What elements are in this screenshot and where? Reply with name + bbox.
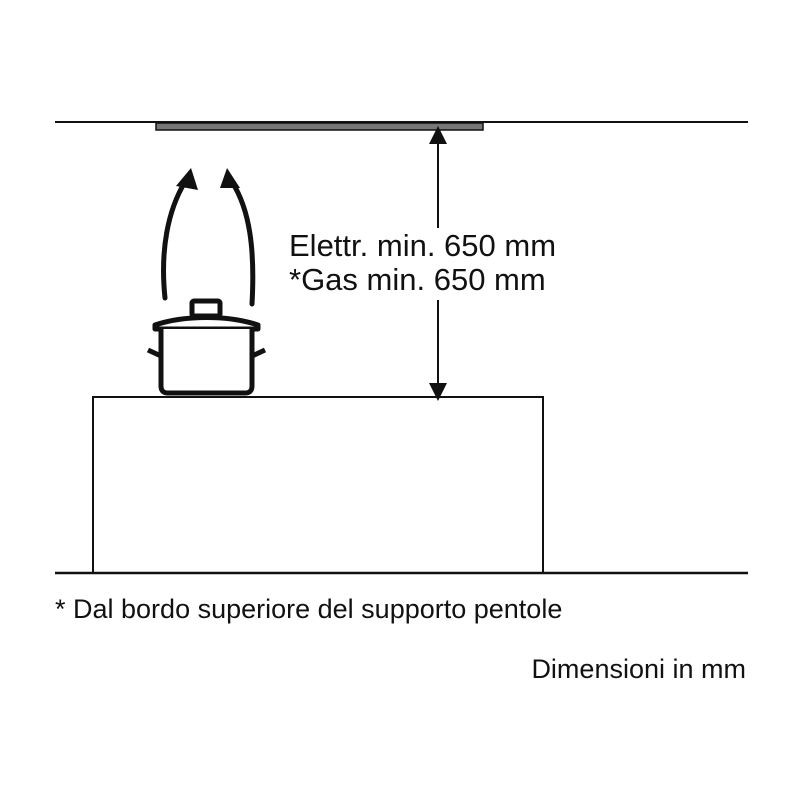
units-note: Dimensioni in mm: [531, 654, 746, 684]
pot-lid-knob: [189, 298, 223, 319]
steam-arrow-icon: [161, 168, 256, 307]
steam-arrow-right: [229, 179, 256, 307]
footnote-text: * Dal bordo superiore del supporto pento…: [55, 594, 562, 624]
steam-arrow-left: [161, 179, 188, 301]
steam-arrow-right-head: [220, 168, 240, 188]
dimension-label-gas: *Gas min. 650 mm: [289, 262, 546, 297]
dimension-text-backdrop: [285, 228, 575, 300]
steam-arrow-left-head: [176, 168, 198, 190]
dimension-label-electric: Elettr. min. 650 mm: [289, 228, 556, 263]
cooking-pot-icon: [146, 298, 267, 396]
pot-body: [158, 329, 255, 396]
kitchen-counter: [92, 396, 544, 574]
hood-plate: [155, 122, 484, 131]
pot-lid: [152, 315, 261, 332]
